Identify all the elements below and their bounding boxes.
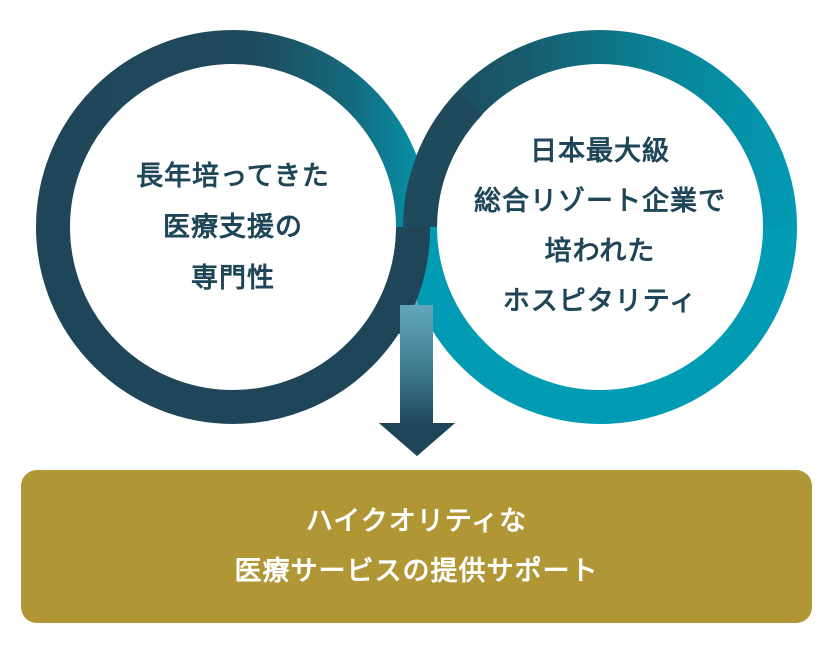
result-box: ハイクオリティな 医療サービスの提供サポート [21, 470, 812, 623]
arrow-shaft [400, 305, 433, 423]
left-ring-overlap-bottom [370, 226, 431, 335]
right-circle-line-4: ホスピタリティ [502, 286, 698, 317]
right-circle-line-1: 日本最大級 [530, 136, 670, 167]
left-ring [36, 30, 430, 424]
result-line-1: ハイクオリティな [305, 505, 528, 537]
arrow-head [379, 423, 455, 456]
left-circle-line-2: 医療支援の [163, 211, 303, 243]
right-circle-line-2: 総合リゾート企業で [474, 186, 726, 217]
left-circle-line-3: 専門性 [191, 262, 275, 294]
result-line-2: 医療サービスの提供サポート [234, 555, 599, 587]
left-circle-text: 長年培ってきた 医療支援の 専門性 [73, 67, 393, 387]
right-circle-line-3: 培われた [544, 236, 656, 267]
left-circle-line-1: 長年培ってきた [136, 160, 330, 192]
right-ring-overlap-top [403, 91, 483, 228]
right-ring [403, 30, 797, 424]
right-circle-text: 日本最大級 総合リゾート企業で 培われた ホスピタリティ [440, 67, 760, 387]
